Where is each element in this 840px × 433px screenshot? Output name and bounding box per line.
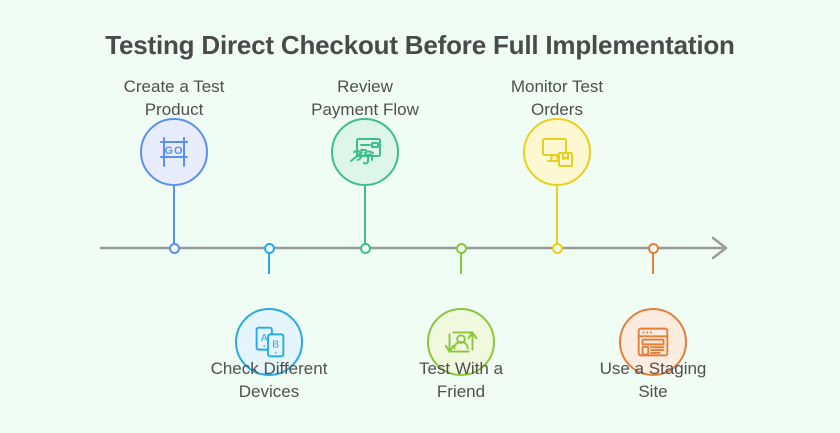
two-phones-ab-icon: A B — [255, 326, 285, 358]
node-bubble-2[interactable]: A B — [235, 308, 303, 376]
node-label-2-line2: Devices — [238, 381, 300, 401]
node-marker-3[interactable] — [359, 242, 371, 254]
node-stem-1 — [173, 186, 175, 248]
node-bubble-5[interactable] — [523, 118, 591, 186]
node-label-5-line2: Orders — [531, 100, 583, 120]
svg-text:A: A — [261, 332, 268, 344]
node-label-4-line2: Friend — [436, 381, 486, 401]
node-label-1: Create a Test Product — [89, 76, 259, 122]
node-label-1-line2: Product — [144, 100, 204, 120]
monitor-package-icon — [542, 138, 573, 167]
node-bubble-3[interactable] — [331, 118, 399, 186]
node-stem-5 — [556, 186, 558, 248]
node-label-6-line1: Use a Staging — [599, 359, 707, 378]
arrow-right-icon — [711, 236, 728, 260]
node-label-6: Use a Staging Site — [568, 358, 738, 404]
page-title: Testing Direct Checkout Before Full Impl… — [105, 30, 735, 60]
node-label-1-line1: Create a Test — [123, 77, 225, 97]
node-label-4-line1: Test With a — [418, 359, 504, 378]
node-marker-2[interactable] — [263, 242, 275, 254]
hand-payment-card-icon — [350, 138, 381, 165]
node-stem-3 — [364, 186, 366, 248]
node-label-5-line1: Monitor Test — [510, 77, 604, 97]
user-refresh-icon — [444, 331, 478, 353]
node-bubble-1[interactable]: GO — [140, 118, 208, 186]
node-bubble-6[interactable] — [619, 308, 687, 376]
svg-text:GO: GO — [164, 145, 183, 157]
node-label-3-line1: Review — [337, 77, 393, 97]
node-label-3-line2: Payment Flow — [311, 100, 419, 120]
node-bubble-4[interactable] — [427, 308, 495, 376]
node-label-2: Check Different Devices — [184, 358, 354, 404]
node-stem-4 — [460, 248, 462, 274]
node-marker-5[interactable] — [551, 242, 563, 254]
node-label-5: Monitor Test Orders — [472, 76, 642, 122]
node-marker-6[interactable] — [647, 242, 659, 254]
svg-text:B: B — [272, 339, 279, 351]
node-marker-4[interactable] — [455, 242, 467, 254]
node-label-6-line2: Site — [638, 381, 668, 401]
go-sign-icon: GO — [160, 137, 188, 167]
node-label-3: Review Payment Flow — [280, 76, 450, 122]
node-marker-1[interactable] — [168, 242, 180, 254]
node-label-4: Test With a Friend — [376, 358, 546, 404]
node-stem-2 — [268, 248, 270, 274]
browser-window-icon — [637, 327, 669, 357]
node-stem-6 — [652, 248, 654, 274]
node-label-2-line1: Check Different — [210, 359, 328, 378]
